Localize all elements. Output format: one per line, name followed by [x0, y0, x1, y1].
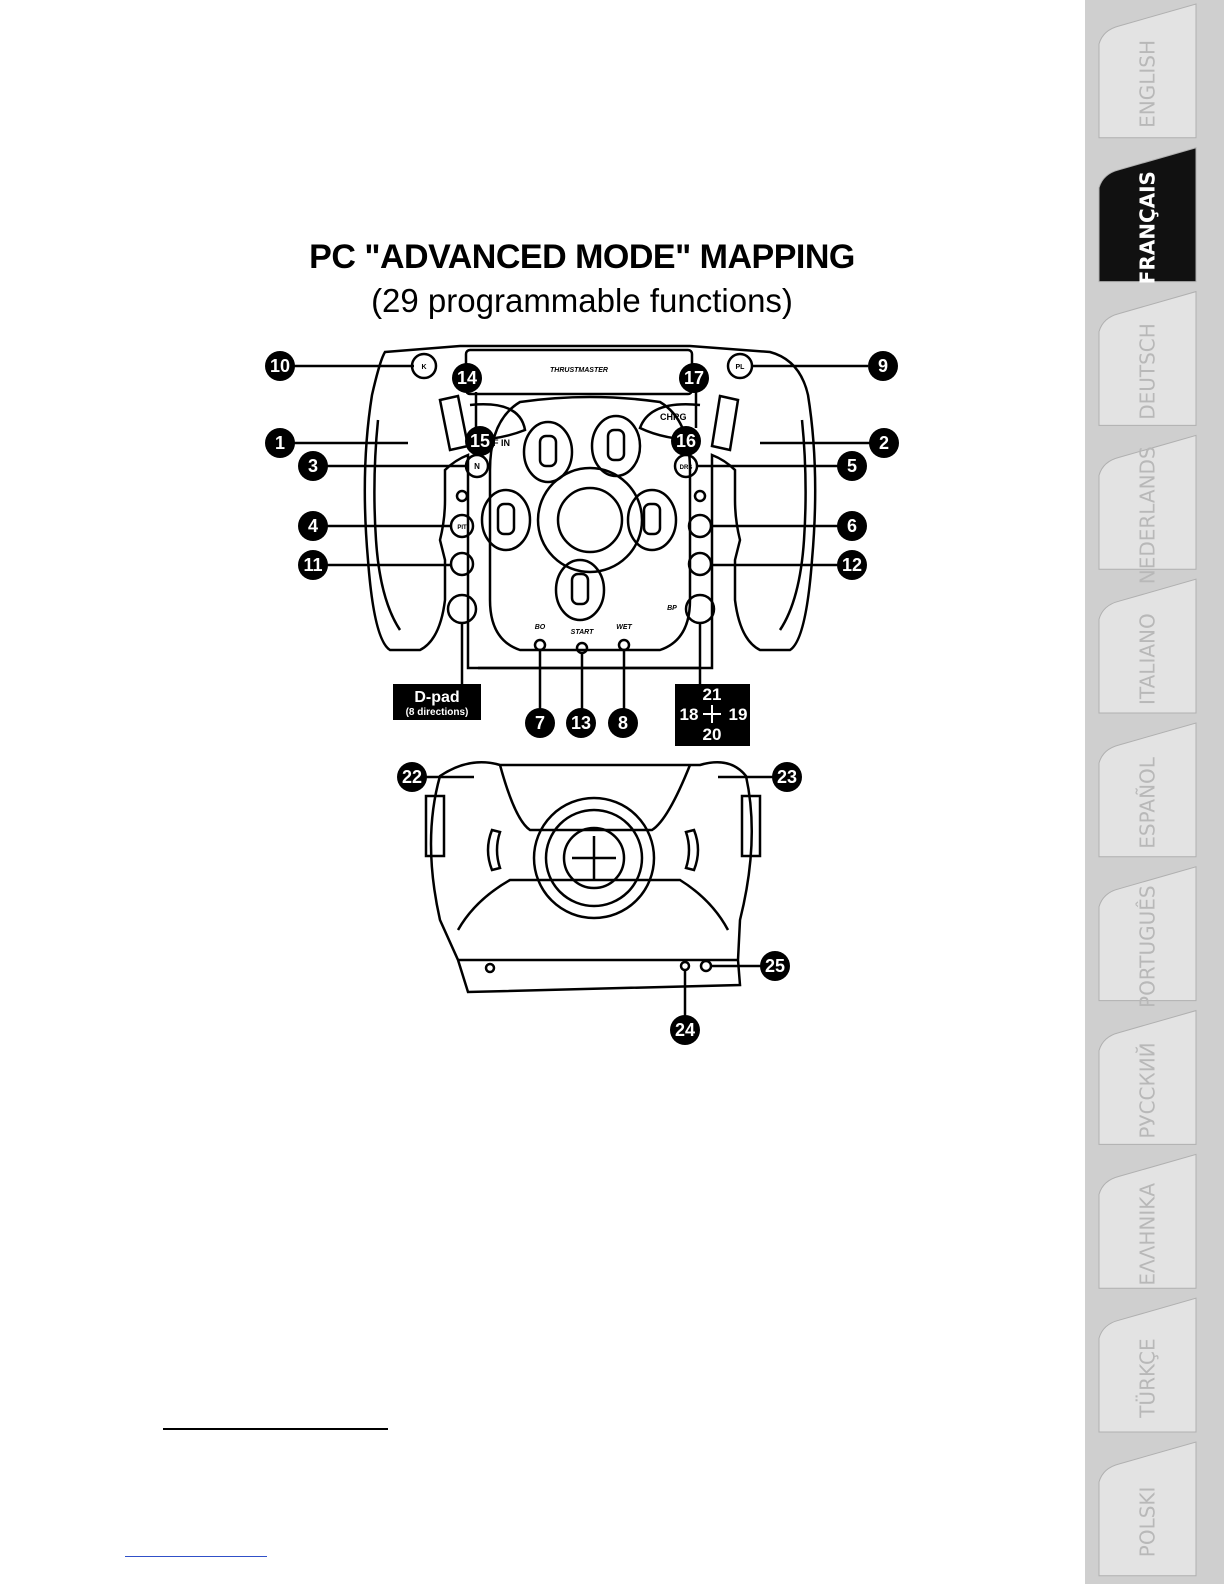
label-n: N — [474, 462, 480, 471]
svg-text:5: 5 — [847, 456, 857, 476]
callout-24: 24 — [670, 1015, 700, 1045]
callout-10: 10 — [265, 351, 295, 381]
pov-box: 21 18 19 20 — [675, 684, 750, 746]
dpad-label: D-pad — [414, 689, 459, 706]
lang-tab-label: PORTUGUÊS — [1136, 885, 1160, 1008]
footnote-rule — [163, 1428, 388, 1430]
brand-logo: THRUSTMASTER — [550, 367, 608, 374]
callout-16: 16 — [671, 426, 701, 456]
svg-text:14: 14 — [457, 368, 477, 388]
svg-text:23: 23 — [777, 767, 797, 787]
label-chrg: CHRG — [660, 412, 687, 422]
callout-22: 22 — [397, 762, 427, 792]
wheel-base-outline — [431, 762, 752, 992]
callout-12: 12 — [837, 550, 867, 580]
callout-4: 4 — [298, 511, 328, 541]
svg-text:3: 3 — [308, 456, 318, 476]
svg-text:9: 9 — [878, 356, 888, 376]
callout-5: 5 — [837, 451, 867, 481]
svg-text:16: 16 — [676, 431, 696, 451]
svg-text:15: 15 — [470, 431, 490, 451]
svg-text:12: 12 — [842, 555, 862, 575]
dpad-label-box: D-pad (8 directions) — [393, 684, 481, 720]
label-pl: PL — [736, 364, 746, 371]
callout-1: 1 — [265, 428, 295, 458]
svg-text:13: 13 — [571, 713, 591, 733]
callout-25: 25 — [760, 951, 790, 981]
svg-text:11: 11 — [303, 555, 322, 575]
lang-tab-label: DEUTSCH — [1136, 323, 1160, 420]
callout-8: 8 — [608, 708, 638, 738]
label-bo: BO — [535, 624, 546, 631]
lang-tab-label: ESPAÑOL — [1136, 756, 1160, 848]
svg-text:4: 4 — [308, 516, 318, 536]
svg-text:6: 6 — [847, 516, 857, 536]
pov-top: 21 — [703, 685, 722, 704]
svg-text:10: 10 — [270, 356, 290, 376]
callout-9: 9 — [868, 351, 898, 381]
svg-text:25: 25 — [765, 956, 785, 976]
lang-tab-label: ENGLISH — [1136, 40, 1160, 128]
callout-leaders — [292, 366, 870, 1016]
lang-tab-label: ITALIANO — [1136, 613, 1160, 705]
callout-2: 2 — [869, 428, 899, 458]
lang-tab-label: FRANÇAIS — [1136, 171, 1160, 284]
rotary-knobs — [482, 416, 676, 620]
lang-tab-label: РУССКИЙ — [1136, 1042, 1160, 1138]
pov-left: 18 — [680, 705, 699, 724]
callout-11: 11 — [298, 550, 328, 580]
lang-tab-label: TÜRKÇE — [1136, 1338, 1160, 1418]
label-bp: BP — [667, 605, 677, 612]
language-tabs: ENGLISH FRANÇAIS DEUTSCH NEDERLANDS ITALIANO… — [1085, 0, 1224, 1584]
lang-tab-label: NEDERLANDS — [1136, 446, 1160, 584]
label-k: K — [421, 364, 426, 371]
wheel-diagram: THRUSTMASTER DIF IN CHRG K PL N DRS PIT … — [0, 0, 1080, 1100]
label-drs: DRS — [680, 465, 693, 471]
dpad-sub: (8 directions) — [406, 707, 469, 718]
label-pit: PIT — [457, 525, 467, 531]
svg-text:17: 17 — [684, 368, 704, 388]
svg-text:7: 7 — [535, 713, 545, 733]
svg-text:2: 2 — [879, 433, 889, 453]
callout-23: 23 — [772, 762, 802, 792]
svg-text:1: 1 — [275, 433, 285, 453]
lang-tab-label: POLSKI — [1136, 1487, 1160, 1558]
label-wet: WET — [616, 624, 632, 631]
callout-17: 17 — [679, 363, 709, 393]
pov-bottom: 20 — [703, 725, 722, 744]
lang-tab-label: ΕΛΛΗΝΙΚΑ — [1136, 1183, 1160, 1286]
svg-text:8: 8 — [618, 713, 628, 733]
svg-text:22: 22 — [402, 767, 422, 787]
callout-7: 7 — [525, 708, 555, 738]
footer-link-underline — [125, 1556, 267, 1557]
callout-6: 6 — [837, 511, 867, 541]
svg-text:24: 24 — [675, 1020, 695, 1040]
label-start: START — [571, 629, 594, 636]
pov-right: 19 — [729, 705, 748, 724]
callout-15: 15 — [465, 426, 495, 456]
callout-14: 14 — [452, 363, 482, 393]
callout-13: 13 — [566, 708, 596, 738]
callout-3: 3 — [298, 451, 328, 481]
